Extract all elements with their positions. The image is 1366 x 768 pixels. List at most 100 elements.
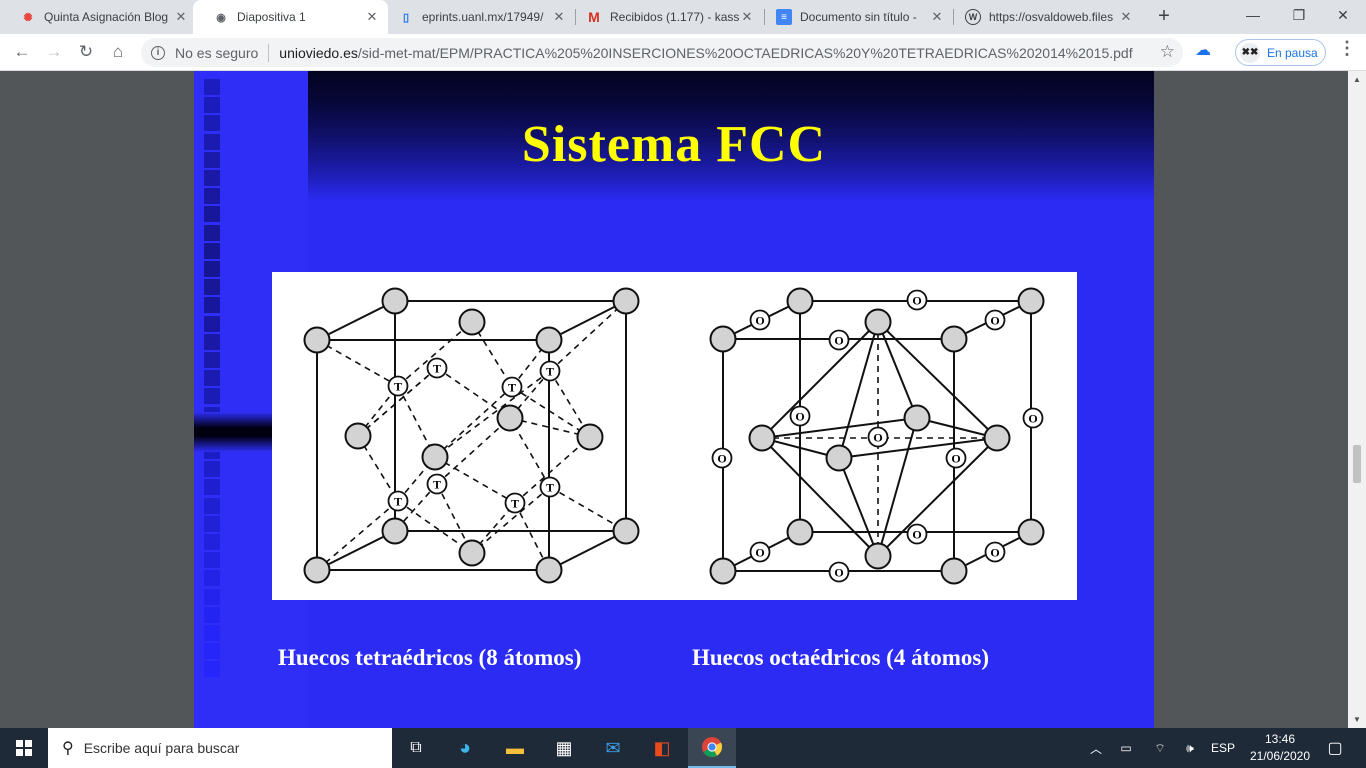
decorative-square xyxy=(204,224,220,241)
octa-hole: O xyxy=(749,541,771,563)
svg-text:T: T xyxy=(546,481,554,495)
decorative-square xyxy=(204,115,220,132)
octa-hole: O xyxy=(711,447,733,469)
info-icon[interactable]: i xyxy=(151,45,165,60)
edge-icon[interactable]: ◕ xyxy=(458,736,472,759)
profile-button[interactable]: ✖✖ En pausa xyxy=(1235,39,1326,66)
profile-status: En pausa xyxy=(1267,45,1318,60)
mail-icon[interactable]: ✉ xyxy=(605,737,621,758)
decorative-square xyxy=(204,588,220,605)
tab-osvaldoweb[interactable]: W https://osvaldoweb.files ✕ xyxy=(945,0,1142,34)
tetra-hole: T xyxy=(539,476,561,498)
scroll-down-arrow[interactable]: ▼ xyxy=(1353,715,1361,724)
address-bar[interactable]: i No es seguro unioviedo.es/sid-met-mat/… xyxy=(141,38,1183,67)
tetra-hole: T xyxy=(387,375,409,397)
google-docs-icon: ≡ xyxy=(776,9,792,25)
tab-strip: ✺ Quinta Asignación Blog ✕ ◉ Diapositiva… xyxy=(0,0,1366,34)
taskbar-search[interactable]: ⚲ Escribe aquí para buscar xyxy=(48,728,392,768)
decorative-square xyxy=(204,370,220,387)
octa-hole: O xyxy=(1022,407,1044,429)
octa-hole: O xyxy=(906,523,928,545)
decorative-square xyxy=(204,388,220,405)
tab-title: eprints.uanl.mx/17949/ xyxy=(422,10,544,24)
new-tab-button[interactable]: + xyxy=(1158,5,1170,27)
close-icon[interactable]: ✕ xyxy=(553,9,565,24)
tab-title: Documento sin título - xyxy=(800,10,917,24)
file-explorer-icon[interactable]: ▬ xyxy=(506,737,524,758)
close-icon[interactable]: ✕ xyxy=(175,9,187,24)
octa-hole: O xyxy=(749,309,771,331)
clock[interactable]: 13:46 21/06/2020 xyxy=(1244,731,1316,765)
decorative-square xyxy=(204,461,220,478)
decorative-square xyxy=(204,570,220,587)
volume-icon[interactable]: 🕪 xyxy=(1186,740,1194,755)
url-host[interactable]: unioviedo.es xyxy=(279,44,358,61)
tab-quinta-asignacion[interactable]: ✺ Quinta Asignación Blog ✕ xyxy=(0,0,197,34)
decorative-square xyxy=(204,97,220,114)
office-icon[interactable]: ◧ xyxy=(653,737,671,758)
windows-start-button[interactable] xyxy=(0,728,48,768)
cloud-extension-icon[interactable]: ☁ xyxy=(1195,42,1211,59)
tetra-atoms xyxy=(303,287,640,584)
restore-button[interactable]: ❐ xyxy=(1292,7,1306,23)
clock-time: 13:46 xyxy=(1264,732,1296,746)
back-button[interactable]: ← xyxy=(13,42,31,61)
task-view-icon[interactable]: ⧉ xyxy=(410,739,422,756)
tab-eprints[interactable]: ▯ eprints.uanl.mx/17949/ ✕ xyxy=(378,0,575,34)
chrome-logo xyxy=(702,737,723,757)
tab-google-docs[interactable]: ≡ Documento sin título - ✕ xyxy=(756,0,953,34)
reload-button[interactable]: ↻ xyxy=(78,42,94,61)
decorative-square xyxy=(204,206,220,223)
tab-separator xyxy=(764,9,765,25)
clock-date: 21/06/2020 xyxy=(1249,749,1311,763)
minimize-button[interactable]: — xyxy=(1246,7,1260,23)
octa-hole: O xyxy=(828,561,850,583)
tetra-hole: T xyxy=(426,357,448,379)
close-icon[interactable]: ✕ xyxy=(741,9,753,24)
url-path[interactable]: /sid-met-mat/EPM/PRACTICA%205%20INSERCIO… xyxy=(357,44,1133,61)
tetra-hole: T xyxy=(539,360,561,382)
wifi-icon[interactable]: ⌔ xyxy=(1154,740,1166,755)
notifications-icon[interactable]: ▢ xyxy=(1327,740,1343,757)
svg-text:O: O xyxy=(1028,412,1037,426)
scroll-thumb[interactable] xyxy=(1353,445,1361,483)
svg-text:T: T xyxy=(511,497,519,511)
blogger-icon: ✺ xyxy=(23,11,33,24)
decorative-square xyxy=(204,515,220,532)
slide-title: Sistema FCC xyxy=(521,116,827,173)
decorative-square xyxy=(204,534,220,550)
decorative-square xyxy=(204,261,220,277)
scroll-up-arrow[interactable]: ▲ xyxy=(1353,75,1361,84)
battery-icon[interactable]: ▭ xyxy=(1120,741,1132,755)
svg-text:O: O xyxy=(912,294,921,308)
decorative-square xyxy=(204,79,220,95)
svg-text:O: O xyxy=(755,314,764,328)
menu-icon[interactable]: ⋮ xyxy=(1338,38,1356,58)
vertical-scrollbar[interactable]: ▲ ▼ xyxy=(1348,71,1366,728)
bookmark-star-icon[interactable]: ☆ xyxy=(1159,42,1175,61)
security-label[interactable]: No es seguro xyxy=(175,44,259,61)
tetra-hole: T xyxy=(504,492,526,514)
tab-title: Quinta Asignación Blog xyxy=(44,10,169,24)
home-button[interactable]: ⌂ xyxy=(112,42,124,61)
decorative-square xyxy=(204,643,220,660)
tab-diapositiva-1[interactable]: ◉ Diapositiva 1 ✕ xyxy=(193,0,388,34)
close-window-button[interactable]: ✕ xyxy=(1337,7,1349,23)
tab-separator xyxy=(575,9,576,25)
store-icon[interactable]: ▦ xyxy=(555,737,573,758)
close-icon[interactable]: ✕ xyxy=(931,9,943,24)
tab-title: Diapositiva 1 xyxy=(237,10,306,24)
close-icon[interactable]: ✕ xyxy=(366,9,378,24)
tetra-hole: T xyxy=(501,376,523,398)
wordpress-icon: W xyxy=(965,9,981,25)
decorative-square xyxy=(204,279,220,296)
close-icon[interactable]: ✕ xyxy=(1120,9,1132,24)
dark-band xyxy=(194,412,274,452)
tab-gmail[interactable]: M Recibidos (1.177) - kass ✕ xyxy=(566,0,763,34)
language-indicator[interactable]: ESP xyxy=(1210,741,1235,755)
decorative-square xyxy=(204,333,220,350)
show-hidden-icons[interactable]: ︿ xyxy=(1089,741,1102,756)
forward-button[interactable]: → xyxy=(45,42,63,61)
browser-toolbar: ← → ↻ ⌂ i No es seguro unioviedo.es/sid-… xyxy=(0,34,1366,71)
chrome-icon[interactable] xyxy=(688,728,736,768)
